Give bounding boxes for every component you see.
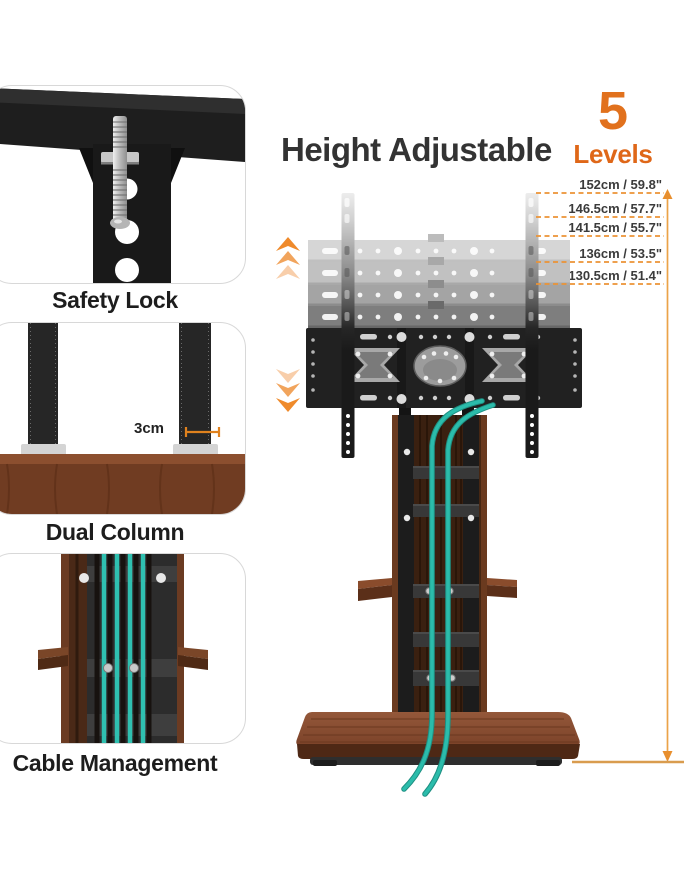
right-column xyxy=(179,323,211,454)
feature-card-cable-management xyxy=(0,553,246,744)
left-column xyxy=(28,323,58,454)
screw xyxy=(129,663,139,673)
cable-2 xyxy=(423,403,495,796)
wood-base xyxy=(296,712,580,766)
tv-cables xyxy=(401,398,496,797)
cable-1 xyxy=(402,399,484,791)
feature-label-cable-management: Cable Management xyxy=(12,750,218,776)
center-oval-cutout xyxy=(413,345,467,387)
tv-stand-illustration xyxy=(276,189,684,797)
column-gap-annotation: 3cm xyxy=(134,420,165,437)
tv-bracket xyxy=(306,328,582,408)
arrow-down xyxy=(662,751,673,762)
left-rail xyxy=(341,193,355,458)
cables xyxy=(101,554,146,743)
feature-label-dual-column: Dual Column xyxy=(45,519,185,545)
height-measurement-3: 141.5cm / 55.7" xyxy=(568,220,662,235)
cable-management-photo xyxy=(38,554,208,743)
feature-card-dual-column xyxy=(0,322,246,515)
left-foot-bracket xyxy=(21,444,66,457)
screw xyxy=(103,663,113,673)
media-shelf xyxy=(358,578,517,601)
safety-lock-photo xyxy=(0,88,245,283)
right-foot-bracket xyxy=(173,444,218,457)
screw xyxy=(79,573,89,583)
bowtie-cutout-left xyxy=(348,348,400,382)
gap-measure-arrow xyxy=(184,427,221,437)
height-measurement-5: 130.5cm / 51.4" xyxy=(568,268,662,283)
height-measurement-4: 136cm / 53.5" xyxy=(579,246,662,261)
bowtie-cutout-right xyxy=(482,348,534,382)
up-arrows-icon xyxy=(276,237,300,279)
page-title: Height Adjustable xyxy=(281,131,552,168)
wood-base-front xyxy=(0,464,245,514)
levels-count: 5 xyxy=(597,81,629,141)
height-measurement-2: 146.5cm / 57.7" xyxy=(568,201,662,216)
arrow-up xyxy=(662,189,673,199)
base-plinth xyxy=(310,757,562,765)
levels-label: Levels xyxy=(573,139,653,169)
stand-column xyxy=(392,408,487,718)
feature-card-safety-lock xyxy=(0,85,246,284)
screw xyxy=(156,573,166,583)
dual-column-photo xyxy=(0,323,245,514)
feature-label-safety-lock: Safety Lock xyxy=(52,287,178,313)
down-arrows-icon xyxy=(276,369,300,412)
shelf-wings xyxy=(38,647,208,670)
bracket-holes xyxy=(342,334,541,401)
right-rail xyxy=(525,193,539,458)
height-measurement-1: 152cm / 59.8" xyxy=(579,177,662,192)
levels-badge: 5 Levels xyxy=(563,84,663,167)
ghost-level-4 xyxy=(308,301,570,328)
height-dimension-lines xyxy=(536,189,684,764)
